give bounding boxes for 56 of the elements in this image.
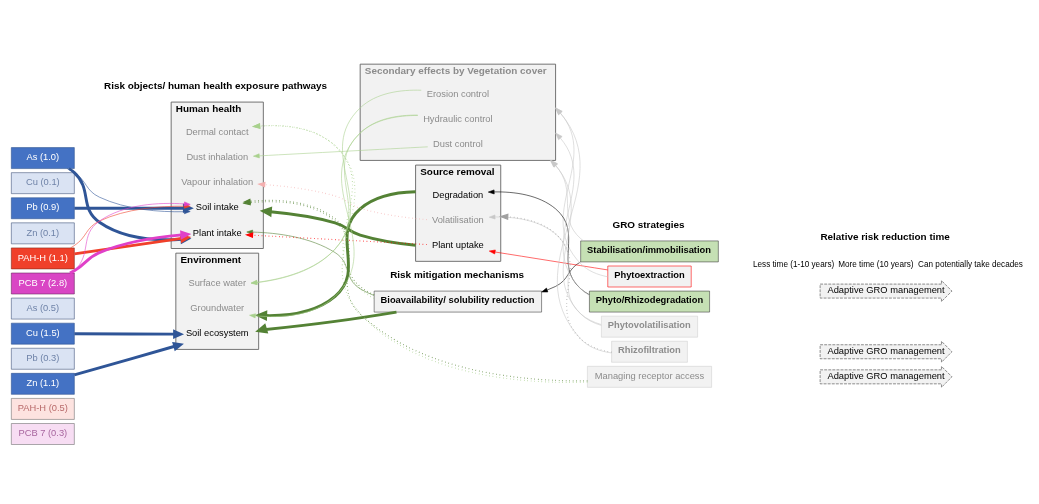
arrow	[488, 249, 608, 271]
arrow	[251, 123, 588, 383]
node-text: Degradation	[431, 190, 483, 201]
node-text: Vapour inhalation	[180, 177, 253, 188]
arrow	[73, 342, 184, 377]
node-box: Zn (1.1)	[10, 373, 75, 395]
node-box: As (1.0)	[10, 147, 75, 169]
node-text: Dust inhalation	[185, 152, 248, 163]
arrow	[244, 232, 427, 246]
arrow	[554, 132, 590, 296]
arrow	[259, 206, 416, 247]
node-text: Soil intake	[195, 202, 239, 213]
label: Relative risk reduction time	[819, 231, 950, 243]
node-box: Cu (1.5)	[10, 322, 75, 345]
node-text: Hydraulic control	[422, 114, 493, 125]
arrow	[254, 310, 397, 334]
node-text: Dust control	[432, 139, 483, 150]
arrow	[256, 181, 427, 221]
arrow	[254, 190, 416, 321]
node-box: Bioavailability/ solubility reduction	[373, 290, 542, 313]
arrow	[250, 115, 418, 285]
node-box: Pb (0.9)	[10, 197, 75, 220]
arrow	[487, 189, 590, 295]
node-box: PCB 7 (2.8)	[10, 272, 75, 295]
node-box: Phytoextraction	[607, 265, 691, 288]
arrow	[250, 89, 422, 285]
node-box: As (0.5)	[10, 297, 75, 320]
node-text: Dermal contact	[185, 127, 249, 138]
arrow	[248, 114, 418, 319]
arrow	[488, 214, 602, 325]
node-text: Soil ecosystem	[185, 328, 249, 339]
node-box: Rhizofiltration	[610, 340, 688, 363]
label: GRO strategies	[611, 219, 685, 231]
node-text: Groundwater	[189, 303, 244, 314]
node-box: Phyto/Rhizodegradation	[588, 290, 710, 313]
arrow	[540, 261, 581, 293]
node-text: Surface water	[187, 278, 246, 289]
node-box: Pb (0.3)	[10, 347, 75, 370]
node-text: Plant uptake	[431, 240, 484, 251]
arrow	[73, 329, 184, 339]
node-box: Zn (0.1)	[10, 222, 75, 245]
node-box: Stabilisation/immobilisation	[579, 240, 719, 263]
node-text: Plant intake	[192, 227, 242, 238]
node-text: Volatilisation	[431, 215, 484, 226]
node-box: PAH-H (1.1)	[10, 247, 75, 270]
label: Risk objects/ human health exposure pathways	[103, 79, 327, 91]
node-text: Erosion control	[426, 89, 489, 100]
arrow	[252, 146, 428, 159]
node-box: PAH-H (0.5)	[10, 398, 75, 420]
node-box: PCB 7 (0.3)	[10, 423, 75, 445]
node-box: Managing receptor access	[586, 366, 712, 388]
arrow	[251, 123, 375, 299]
arrow	[246, 229, 374, 296]
node-box: Cu (0.1)	[10, 172, 75, 194]
node-box: Phytovolatilisation	[600, 315, 698, 338]
label: Risk mitigation mechanisms	[389, 269, 524, 281]
